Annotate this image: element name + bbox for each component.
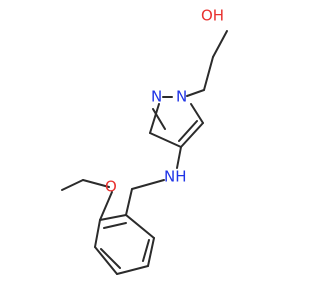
bond-ch2-oh: [212, 30, 228, 58]
bond-c3-c4: [149, 132, 182, 148]
bond-ar1-ar2: [99, 214, 127, 221]
bond-n2-c3: [149, 103, 160, 134]
bond-n2-c3-double: [152, 108, 166, 130]
bond-c5-n1: [190, 103, 204, 124]
bond-ar4-ar5: [116, 265, 149, 275]
structure-canvas: OH N N NH O: [61, 6, 228, 275]
bond-c4-c5-double: [178, 120, 198, 142]
bond-ar1-ar2-double: [103, 222, 127, 229]
bond-c4-c5: [180, 122, 204, 148]
bond-ch2-ch2: [203, 56, 214, 91]
bond-ch2-n1: [186, 89, 205, 97]
bond-ar3-ar4: [94, 246, 118, 275]
amine-label: NH: [164, 168, 187, 186]
molecule-structure: OH N N NH O: [61, 7, 228, 275]
bond-c4-nh: [176, 146, 182, 169]
bond-ar2-o: [99, 191, 113, 221]
bond-ch2-aryl: [125, 188, 133, 216]
pyrazole-n2-label: N: [151, 88, 162, 106]
pyrazole-n1-label: N: [176, 88, 187, 106]
bond-nh-ch2: [131, 179, 165, 190]
hydroxyl-label: OH: [201, 7, 224, 25]
bond-o-ch3: [82, 179, 110, 188]
bond-ar5-ar6: [147, 237, 155, 267]
bond-ar5-ar6-double: [142, 239, 150, 262]
bond-ar6-ar1: [125, 214, 155, 239]
methoxy-oxygen-label: O: [105, 178, 117, 196]
bond-methyl: [61, 179, 84, 191]
bond-ar2-ar3: [94, 219, 101, 248]
bond-ar3-ar4-double: [100, 248, 121, 269]
